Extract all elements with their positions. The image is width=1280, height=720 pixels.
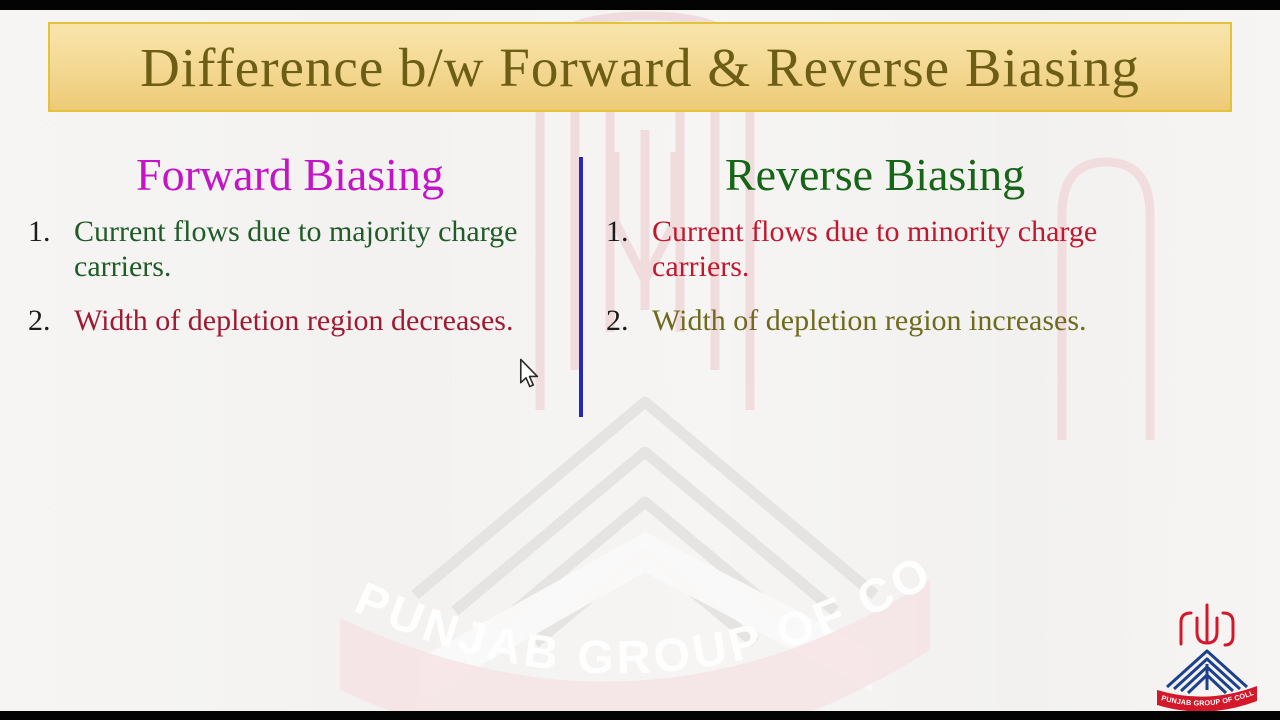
- list-number: 2.: [606, 304, 629, 337]
- list-item: 2. Width of depletion region decreases.: [28, 303, 552, 338]
- list-text: Width of depletion region increases.: [652, 304, 1087, 337]
- letterbox-top: [0, 0, 1280, 10]
- column-divider: [579, 157, 583, 417]
- reverse-biasing-column: Reverse Biasing 1. Current flows due to …: [606, 146, 1144, 357]
- mouse-cursor-icon: [519, 358, 539, 388]
- list-item: 2. Width of depletion region increases.: [606, 303, 1144, 338]
- list-text: Width of depletion region decreases.: [74, 304, 514, 337]
- list-number: 1.: [28, 215, 51, 248]
- reverse-biasing-heading: Reverse Biasing: [724, 149, 1026, 200]
- list-text: Current flows due to minority charge car…: [652, 215, 1098, 283]
- forward-biasing-list: 1. Current flows due to majority charge …: [28, 214, 552, 338]
- list-number: 2.: [28, 304, 51, 337]
- page-title: Difference b/w Forward & Reverse Biasing: [140, 36, 1140, 98]
- forward-biasing-column: Forward Biasing 1. Current flows due to …: [28, 146, 552, 357]
- title-banner: Difference b/w Forward & Reverse Biasing: [48, 22, 1232, 112]
- punjab-group-of-colleges-logo: PUNJAB GROUP OF COLLEGES: [1155, 602, 1257, 711]
- list-number: 1.: [606, 215, 629, 248]
- reverse-biasing-list: 1. Current flows due to minority charge …: [606, 214, 1144, 338]
- forward-biasing-heading: Forward Biasing: [136, 149, 444, 200]
- watermark-logo: PUNJAB GROUP OF COLLEGES: [0, 10, 1155, 711]
- list-item: 1. Current flows due to majority charge …: [28, 214, 552, 284]
- list-text: Current flows due to majority charge car…: [74, 215, 518, 283]
- list-item: 1. Current flows due to minority charge …: [606, 214, 1144, 284]
- slide-area: PUNJAB GROUP OF COLLEGES Difference b/w …: [0, 10, 1280, 711]
- letterbox-bottom: [0, 711, 1280, 720]
